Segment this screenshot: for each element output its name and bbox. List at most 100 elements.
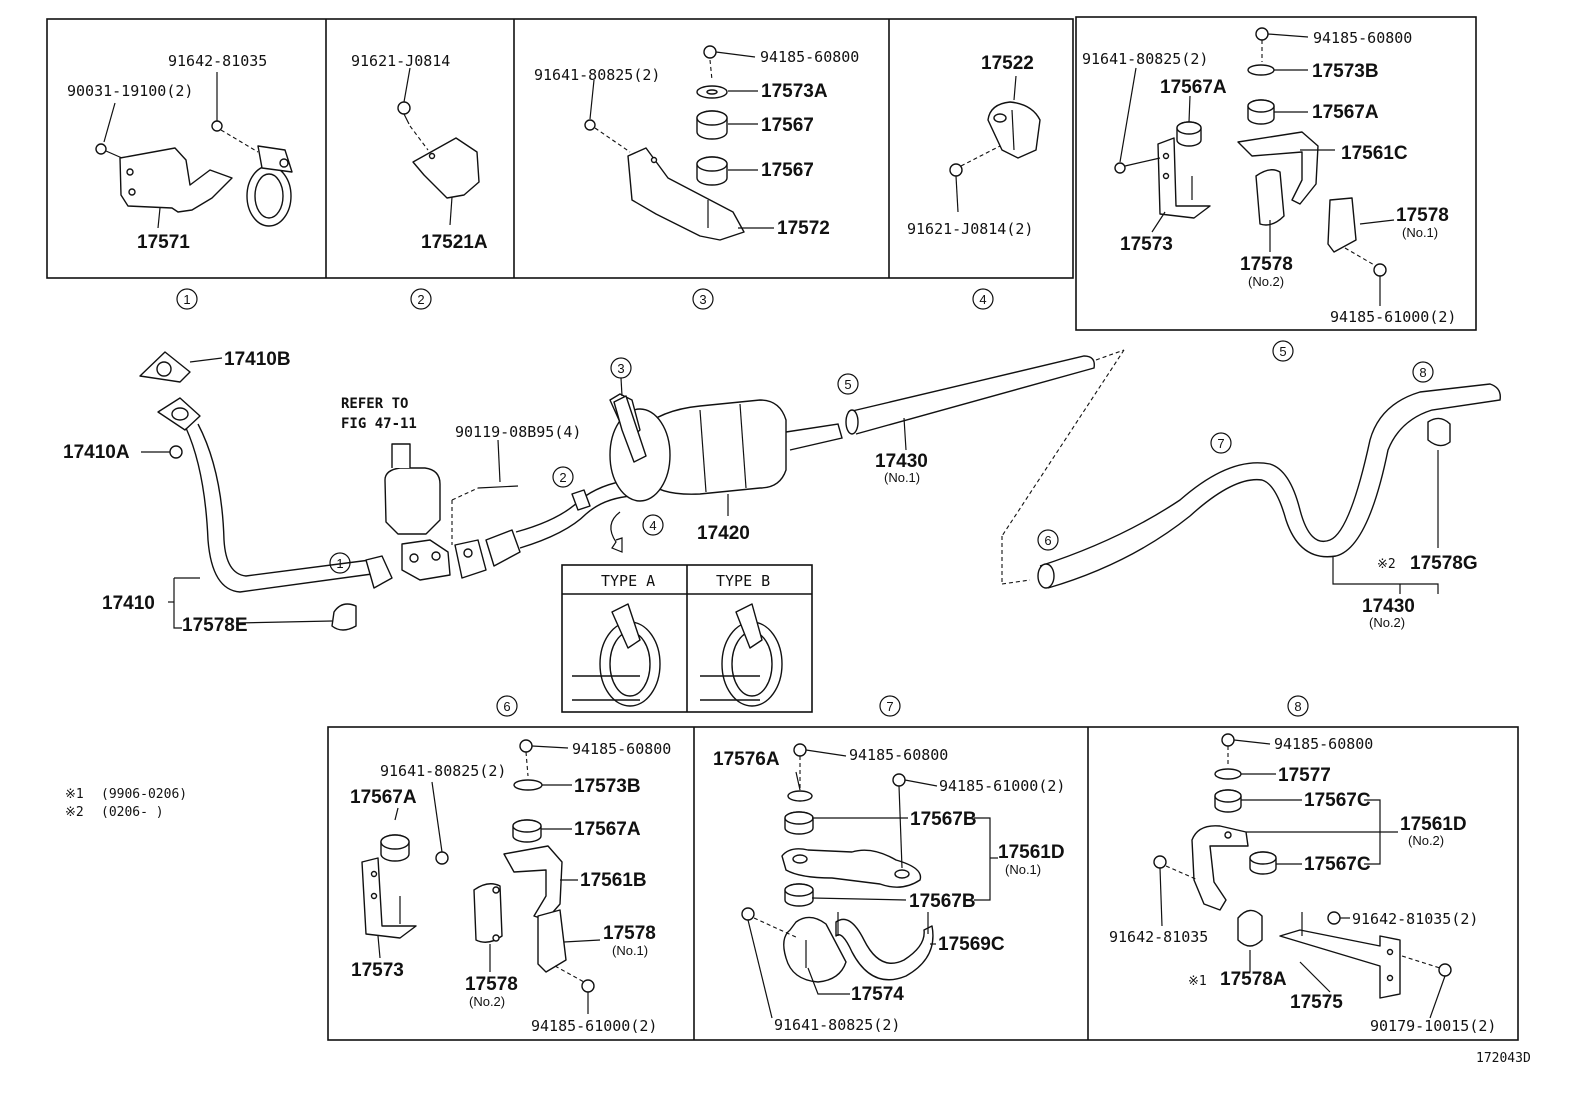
label-94185-60800-p5: 94185-60800 [1313,29,1412,47]
label-94185-60800: 94185-60800 [760,48,859,66]
label-17578-no1-sub-p5: (No.1) [1402,225,1438,240]
label-17561B: 17561B [580,870,647,891]
label-17430-no2: 17430 [1362,596,1415,617]
panel-6: 94185-60800 91641-80825(2) 17573B 17567A… [350,739,671,1035]
top-panels-frame [46,16,1477,331]
label-17573-p6: 17573 [351,960,404,981]
refer-note-line2: FIG 47-11 [341,416,417,432]
type-a-heading: TYPE A [601,572,655,590]
label-90119-08B95: 90119-08B95(4) [455,423,581,441]
bracket-17573-p5-shape [1157,137,1211,219]
label-17567A-p6b: 17567A [574,819,641,840]
label-17575: 17575 [1290,992,1343,1013]
label-17522: 17522 [981,53,1034,74]
label-94185-61000-p7: 94185-61000(2) [939,777,1065,795]
label-17561D-no1-sub: (No.1) [1005,862,1041,877]
type-table: TYPE A TYPE B [561,564,813,713]
label-91621-J0814: 91621-J0814 [351,52,450,70]
label-94185-61000-p5: 94185-61000(2) [1330,308,1456,326]
label-94185-60800-p8: 94185-60800 [1274,735,1373,753]
tail-pipe-17430-no2-shape [1039,383,1501,589]
panel-index-markers: 1 2 3 4 5 [176,288,1294,362]
label-17567A-p5a: 17567A [1160,77,1227,98]
label-91641-80825-p7: 91641-80825(2) [774,1016,900,1034]
label-91621-J0814-2: 91621-J0814(2) [907,220,1033,238]
marker-5: 5 [1279,344,1286,359]
label-90031-19100: 90031-19100(2) [67,82,193,100]
label-17410A: 17410A [63,442,130,463]
label-17573-p5: 17573 [1120,234,1173,255]
label-17567-lower: 17567 [761,160,814,181]
marker-7-main: 7 [1217,436,1224,451]
label-17578-no2-sub-p6: (No.2) [469,994,505,1009]
marker-2: 2 [417,292,424,307]
label-17567C-a: 17567C [1304,790,1371,811]
label-17430-no1: 17430 [875,451,928,472]
marker-3: 3 [699,292,706,307]
bracket-17561d-no1-shape [781,848,922,888]
label-17430-no2-sub: (No.2) [1369,615,1405,630]
note-2-mark: ※2 [65,805,84,820]
label-17578E: 17578E [182,615,248,636]
label-17576A: 17576A [713,749,780,770]
bracket-17573-p6-shape [361,857,417,939]
label-91641-80825-p5: 91641-80825(2) [1082,50,1208,68]
label-17578-no2-p6: 17578 [465,974,518,995]
label-91642-81035-2-p8: 91642-81035(2) [1352,910,1478,928]
label-17567-upper: 17567 [761,115,814,136]
marker-6-main: 6 [1044,533,1051,548]
label-17573B-p6: 17573B [574,776,641,797]
panel-7: 17576A 94185-60800 94185-61000(2) 17567B… [713,743,1065,1034]
label-17410: 17410 [102,593,155,614]
label-17573B-p5: 17573B [1312,61,1379,82]
label-17578A-mark: ※1 [1188,974,1207,989]
label-17430-no1-sub: (No.1) [884,470,920,485]
label-17578-no1-sub-p6: (No.1) [612,943,648,958]
marker-3-main: 3 [617,361,624,376]
panel-4: 17522 91621-J0814(2) [907,53,1041,238]
label-17561D-no1: 17561D [998,842,1065,863]
label-17572: 17572 [777,218,830,239]
label-17574: 17574 [851,984,904,1005]
marker-8-main: 8 [1419,365,1426,380]
converter-unit-shape [384,467,441,535]
label-94185-61000-p6: 94185-61000(2) [531,1017,657,1035]
label-17561C: 17561C [1341,143,1408,164]
label-17573A: 17573A [761,81,828,102]
marker-8: 8 [1294,699,1301,714]
marker-2-main: 2 [559,470,566,485]
panel-8: 94185-60800 17577 17567C 17561D (No.2) 1… [1109,733,1496,1035]
bracket-17561d-no2-shape [1191,825,1249,911]
strap-17574-shape [783,916,847,983]
marker-1-main: 1 [336,556,343,571]
label-17567A-p5b: 17567A [1312,102,1379,123]
bolt-shape [397,101,411,115]
tail-pipe-17430-no1-shape [847,355,1095,435]
marker-1: 1 [183,292,190,307]
label-17567C-b: 17567C [1304,854,1371,875]
label-17521A: 17521A [421,232,488,253]
strap-17569c-shape [835,918,934,981]
marker-6: 6 [503,699,510,714]
label-17561D-no2-sub: (No.2) [1408,833,1444,848]
clamp-17578e-shape [331,603,357,631]
label-91642-81035: 91642-81035 [168,52,267,70]
label-17578-no2-sub-p5: (No.2) [1248,274,1284,289]
label-17420: 17420 [697,523,750,544]
label-17578-no1-p5: 17578 [1396,205,1449,226]
label-17578-no2-p5: 17578 [1240,254,1293,275]
clamp-17578a-shape [1237,909,1263,947]
label-17571: 17571 [137,232,190,253]
muffler-17420-shape [639,399,787,495]
label-91642-81035-p8: 91642-81035 [1109,928,1208,946]
label-91641-80825: 91641-80825(2) [534,66,660,84]
label-17410B: 17410B [224,349,291,370]
bracket-17571-shape [119,147,233,213]
marker-5-main: 5 [844,377,851,392]
label-94185-60800-p6: 94185-60800 [572,740,671,758]
label-17578G-mark: ※2 [1377,557,1396,572]
label-94185-60800-p7: 94185-60800 [849,746,948,764]
type-b-heading: TYPE B [716,572,770,590]
bottom-panels-frame: 6 7 8 [327,695,1519,1041]
